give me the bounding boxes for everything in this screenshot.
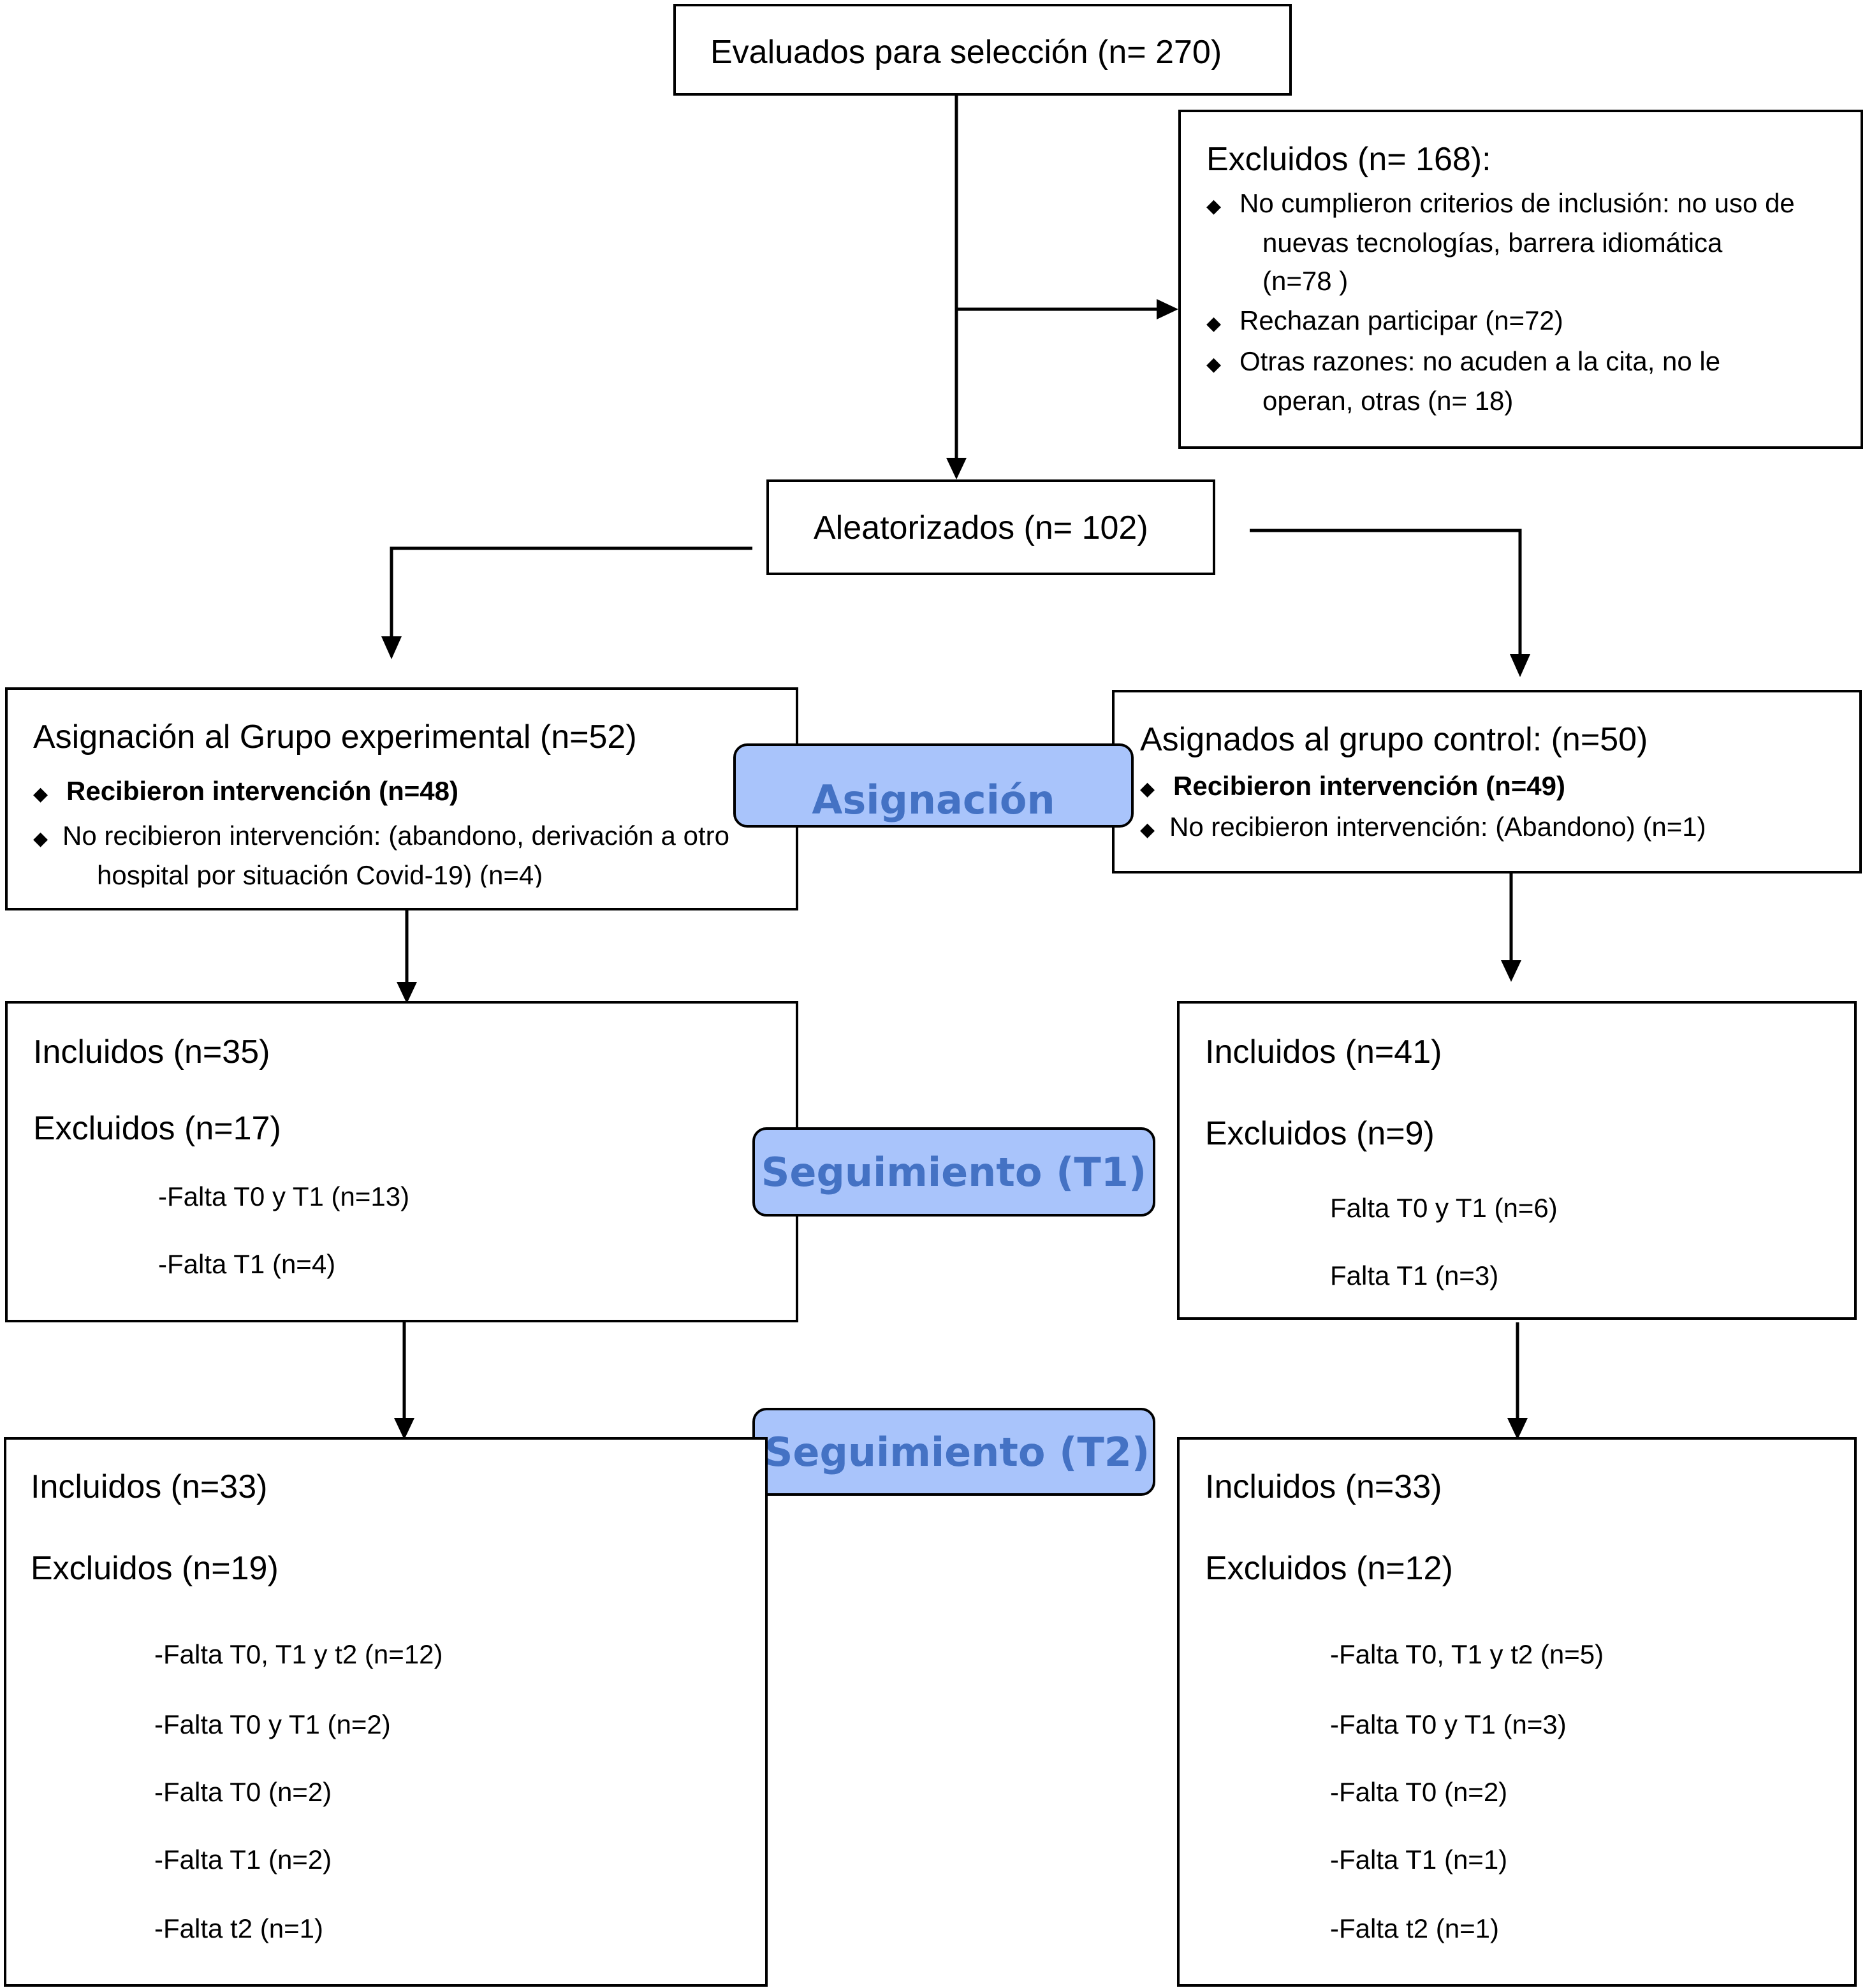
ctrl-t1-excluded: Excluidos (n=9) [1205,1115,1435,1152]
bullet-diamond-icon: ◆ [1206,196,1222,217]
ctrl-t2-detail-1: -Falta T0, T1 y t2 (n=5) [1330,1639,1604,1669]
bullet-diamond-icon: ◆ [1140,778,1155,800]
excluded-item-2: ◆Rechazan participar (n=72) [1206,305,1563,335]
ctrl-t2-excluded: Excluidos (n=12) [1205,1550,1453,1587]
excluded-box: Excluidos (n= 168): ◆No cumplieron crite… [1178,110,1863,449]
experimental-t1-box: Incluidos (n=35) Excluidos (n=17) -Falta… [5,1001,798,1322]
ctrl-t1-included: Incluidos (n=41) [1205,1034,1442,1071]
exp-t2-detail-5: -Falta t2 (n=1) [154,1913,323,1943]
ctrl-t1-detail-1: Falta T0 y T1 (n=6) [1330,1193,1558,1223]
exp-t1-detail-2: -Falta T1 (n=4) [158,1249,336,1279]
control-received: ◆Recibieron intervención (n=49) [1140,771,1565,801]
control-allocation-box: Asignados al grupo control: (n=50) ◆Reci… [1112,690,1862,873]
exp-t2-detail-4: -Falta T1 (n=2) [154,1845,332,1875]
ctrl-t2-detail-3: -Falta T0 (n=2) [1330,1777,1508,1807]
exp-t2-detail-1: -Falta T0, T1 y t2 (n=12) [154,1639,443,1669]
ctrl-t2-included: Incluidos (n=33) [1205,1468,1442,1505]
exp-t2-included: Incluidos (n=33) [31,1468,268,1505]
exp-t1-detail-1: -Falta T0 y T1 (n=13) [158,1181,410,1211]
experimental-t2-box: Incluidos (n=33) Excluidos (n=19) -Falta… [4,1437,768,1987]
exp-t1-included: Incluidos (n=35) [33,1034,270,1071]
phase-label-followup-t2: Seguimiento (T2) [752,1408,1155,1496]
experimental-not-received: ◆No recibieron intervención: (abandono, … [33,821,729,851]
experimental-not-received-line-2: hospital por situación Covid-19) (n=4) [97,862,543,888]
control-t1-box: Incluidos (n=41) Excluidos (n=9) Falta T… [1177,1001,1857,1320]
excluded-item-1-line-3: (n=78 ) [1262,266,1349,296]
experimental-allocation-box: Asignación al Grupo experimental (n=52) … [5,687,798,910]
screening-label: Evaluados para selección (n= 270) [710,34,1222,71]
exp-t2-detail-3: -Falta T0 (n=2) [154,1777,332,1807]
screening-box: Evaluados para selección (n= 270) [673,4,1292,96]
control-not-received: ◆No recibieron intervención: (Abandono) … [1140,812,1706,842]
experimental-allocation-title: Asignación al Grupo experimental (n=52) [33,719,637,756]
control-t2-box: Incluidos (n=33) Excluidos (n=12) -Falta… [1177,1437,1857,1987]
excluded-item-3: ◆Otras razones: no acuden a la cita, no … [1206,346,1721,376]
experimental-received: ◆Recibieron intervención (n=48) [33,776,458,806]
randomized-box: Aleatorizados (n= 102) [766,479,1215,575]
bullet-diamond-icon: ◆ [1140,819,1155,840]
arrow-to-control [1250,529,1522,654]
excluded-item-3-line-2: operan, otras (n= 18) [1262,386,1514,416]
bullet-diamond-icon: ◆ [33,828,48,849]
control-allocation-title: Asignados al grupo control: (n=50) [1140,721,1648,758]
bullet-diamond-icon: ◆ [1206,313,1222,334]
exp-t1-excluded: Excluidos (n=17) [33,1110,281,1147]
ctrl-t2-detail-2: -Falta T0 y T1 (n=3) [1330,1709,1567,1739]
bullet-diamond-icon: ◆ [1206,354,1222,375]
phase-allocation-text: Asignación [812,776,1055,823]
excluded-item-1-line-2: nuevas tecnologías, barrera idiomática [1262,228,1723,258]
phase-label-allocation: Asignación [733,743,1134,828]
exp-t2-excluded: Excluidos (n=19) [31,1550,279,1587]
excluded-title: Excluidos (n= 168): [1206,141,1491,178]
arrow-to-experimental [390,546,752,636]
randomized-label: Aleatorizados (n= 102) [814,509,1148,546]
excluded-item-1: ◆No cumplieron criterios de inclusión: n… [1206,188,1795,218]
exp-t2-detail-2: -Falta T0 y T1 (n=2) [154,1709,391,1739]
phase-followup-t2-text: Seguimiento (T2) [764,1428,1150,1475]
ctrl-t2-detail-4: -Falta T1 (n=1) [1330,1845,1508,1875]
bullet-diamond-icon: ◆ [33,784,48,805]
phase-followup-t1-text: Seguimiento (T1) [761,1148,1147,1195]
ctrl-t1-detail-2: Falta T1 (n=3) [1330,1261,1499,1290]
ctrl-t2-detail-5: -Falta t2 (n=1) [1330,1913,1499,1943]
phase-label-followup-t1: Seguimiento (T1) [752,1127,1155,1217]
